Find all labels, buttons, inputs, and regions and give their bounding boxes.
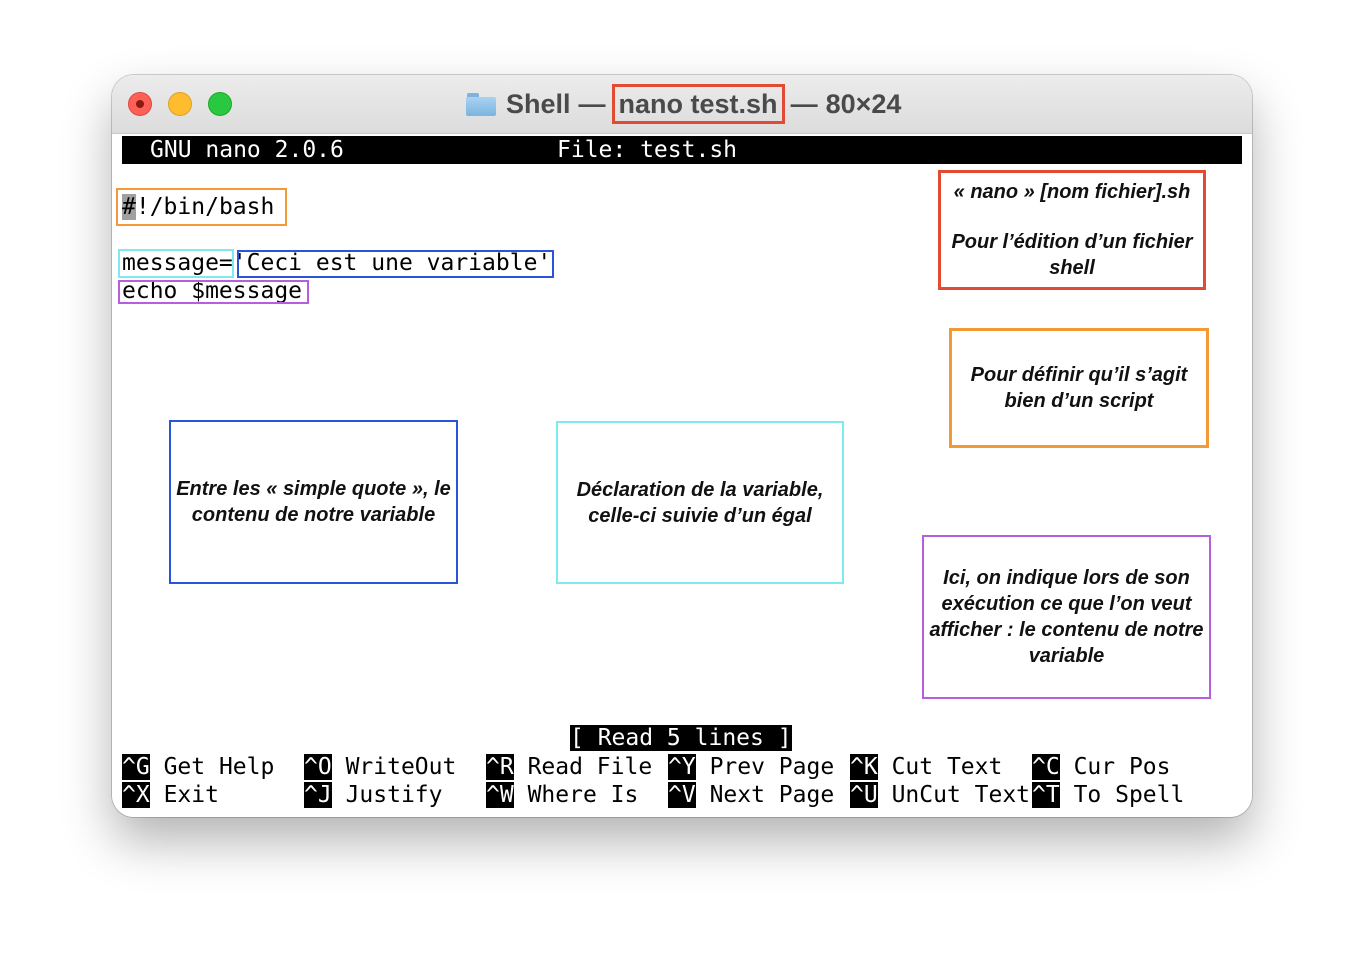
shortcut-next-page[interactable]: ^V Next Page (668, 781, 834, 809)
shortcut-where-is[interactable]: ^W Where Is (486, 781, 638, 809)
variable-value: 'Ceci est une variable' (232, 250, 552, 276)
note-declaration: Déclaration de la variable, celle-ci sui… (556, 421, 844, 584)
shortcut-key: ^U (850, 782, 878, 808)
shortcut-key: ^J (304, 782, 332, 808)
text-cursor: # (122, 194, 136, 220)
minimize-button[interactable] (168, 92, 192, 116)
close-icon (136, 100, 144, 108)
title-dimensions: 80×24 (825, 88, 902, 119)
shortcut-cur-pos[interactable]: ^C Cur Pos (1032, 753, 1171, 781)
note-simple-quote: Entre les « simple quote », le contenu d… (169, 420, 458, 584)
terminal-window: Shell — nano test.sh — 80×24 GNU nano 2.… (112, 75, 1252, 817)
shortcut-key: ^R (486, 754, 514, 780)
shortcut-key: ^Y (668, 754, 696, 780)
shortcut-key: ^C (1032, 754, 1060, 780)
shortcut-label: Justify (345, 782, 443, 808)
shortcut-label: Prev Page (709, 754, 835, 780)
code-line-assign[interactable]: message='Ceci est une variable' (122, 249, 551, 277)
code-line-shebang[interactable]: #!/bin/bash (122, 193, 274, 221)
variable-assignment: message= (122, 250, 233, 276)
shebang-text: !/bin/bash (135, 194, 275, 220)
shortcut-key: ^X (122, 782, 150, 808)
shortcut-label: WriteOut (345, 754, 457, 780)
title-separator: — (790, 88, 818, 119)
code-line-echo[interactable]: echo $message (122, 278, 303, 304)
title-app-name: Shell (506, 88, 571, 119)
title-bar[interactable]: Shell — nano test.sh — 80×24 (112, 75, 1252, 134)
shortcut-label: Read File (527, 754, 653, 780)
shortcut-read-file[interactable]: ^R Read File (486, 753, 652, 781)
nano-version: GNU nano 2.0.6 (150, 137, 344, 163)
shortcut-label: Cur Pos (1073, 754, 1171, 780)
shortcut-uncut-text[interactable]: ^U UnCut Text (850, 781, 1030, 809)
shortcut-label: UnCut Text (891, 782, 1031, 808)
shortcut-exit[interactable]: ^X Exit (122, 781, 219, 809)
shortcut-key: ^V (668, 782, 696, 808)
shortcut-prev-page[interactable]: ^Y Prev Page (668, 753, 834, 781)
close-button[interactable] (128, 92, 152, 116)
shebang-highlight (116, 188, 287, 226)
shortcut-label: Where Is (527, 782, 639, 808)
shortcut-key: ^O (304, 754, 332, 780)
value-highlight (237, 250, 554, 278)
nano-filename: File: test.sh (557, 137, 738, 163)
note-nano-description: Pour l’édition d’un fichier shell (951, 231, 1193, 279)
note-nano-title: « nano » [nom fichier].sh (953, 181, 1191, 203)
assignment-highlight (118, 249, 234, 278)
nano-header-bar: GNU nano 2.0.6 File: test.sh (122, 136, 1242, 164)
shortcut-justify[interactable]: ^J Justify (304, 781, 443, 809)
shortcut-writeout[interactable]: ^O WriteOut (304, 753, 456, 781)
maximize-button[interactable] (208, 92, 232, 116)
title-command-highlight: nano test.sh (611, 84, 785, 124)
shortcut-cut-text[interactable]: ^K Cut Text (850, 753, 1002, 781)
shortcut-label: Cut Text (891, 754, 1003, 780)
shortcut-key: ^K (850, 754, 878, 780)
note-shebang: Pour définir qu’il s’agit bien d’un scri… (949, 328, 1209, 448)
folder-icon (466, 92, 496, 116)
shortcut-to-spell[interactable]: ^T To Spell (1032, 781, 1184, 809)
shortcut-key: ^T (1032, 782, 1060, 808)
shortcut-label: To Spell (1073, 782, 1185, 808)
title-separator: — (578, 88, 606, 119)
shortcut-get-help[interactable]: ^G Get Help (122, 753, 274, 781)
nano-status-message: [ Read 5 lines ] (570, 725, 792, 751)
window-title: Shell — nano test.sh — 80×24 (466, 84, 902, 124)
echo-highlight (118, 280, 309, 304)
shortcut-label: Next Page (709, 782, 835, 808)
terminal-content[interactable]: GNU nano 2.0.6 File: test.sh #!/bin/bash… (112, 134, 1252, 817)
shortcut-key: ^G (122, 754, 150, 780)
note-echo: Ici, on indique lors de son exécution ce… (922, 535, 1211, 699)
note-nano-command: « nano » [nom fichier].sh Pour l’édition… (938, 170, 1206, 290)
shortcut-label: Exit (163, 782, 219, 808)
shortcut-key: ^W (486, 782, 514, 808)
shortcut-label: Get Help (163, 754, 275, 780)
